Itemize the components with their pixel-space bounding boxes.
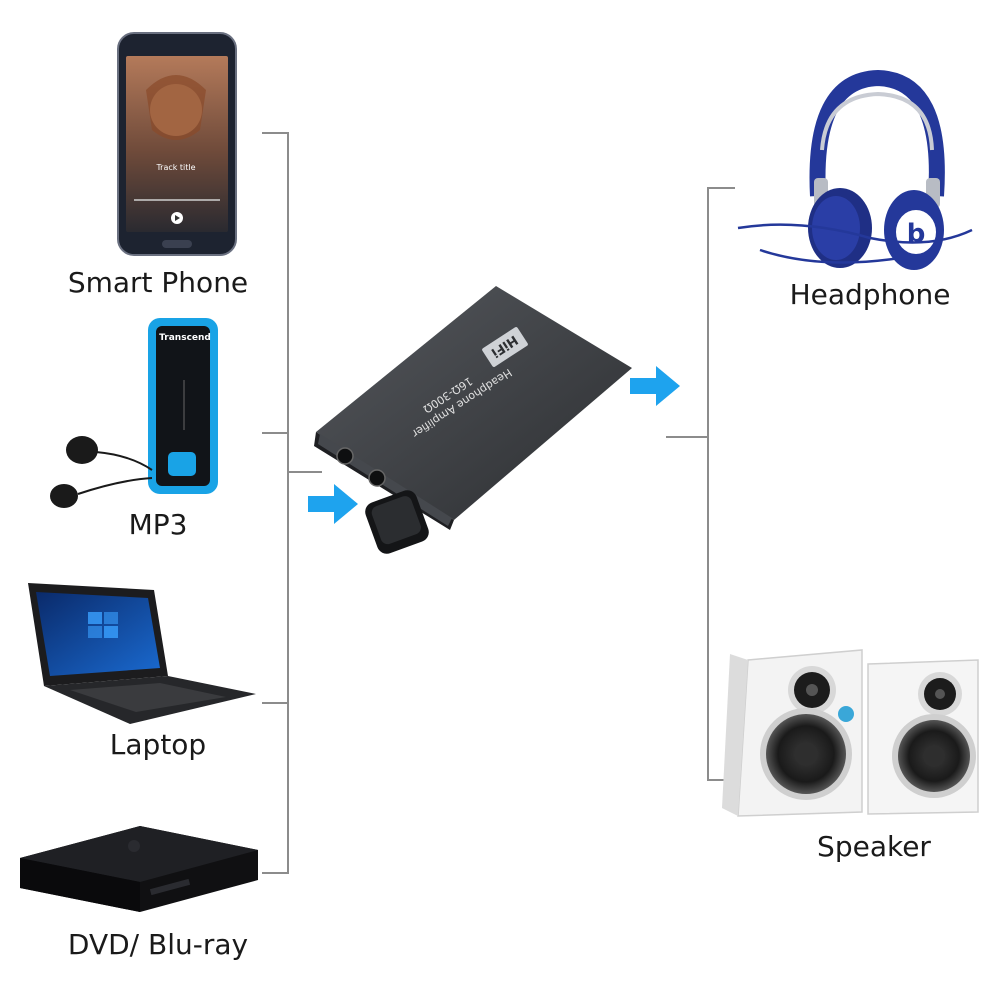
svg-text:b: b xyxy=(907,219,926,249)
output-label-headphone: Headphone xyxy=(789,278,951,311)
source-label-dvd: DVD/ Blu-ray xyxy=(67,928,249,961)
phone-track-title: Track title xyxy=(155,163,195,172)
output-label-speaker: Speaker xyxy=(817,830,931,863)
source-label-laptop: Laptop xyxy=(109,728,207,761)
source-bracket xyxy=(262,132,322,874)
input-arrow xyxy=(308,484,358,524)
mp3-brand: Transcend xyxy=(159,333,211,343)
headphone-amplifier-image: HiFi Headphone Amplifier 16Ω-300Ω xyxy=(314,286,632,554)
output-arrow xyxy=(630,366,680,406)
output-bracket xyxy=(666,187,735,781)
dvd-player-image xyxy=(20,826,258,912)
mp3-image: Transcend xyxy=(50,318,218,508)
laptop-image xyxy=(28,583,256,724)
headphone-image: b xyxy=(737,69,973,270)
source-label-mp3: MP3 xyxy=(128,508,188,541)
smartphone-image: Track title xyxy=(117,32,237,256)
source-label-smartphone: Smart Phone xyxy=(67,266,249,299)
speaker-image xyxy=(722,649,979,817)
